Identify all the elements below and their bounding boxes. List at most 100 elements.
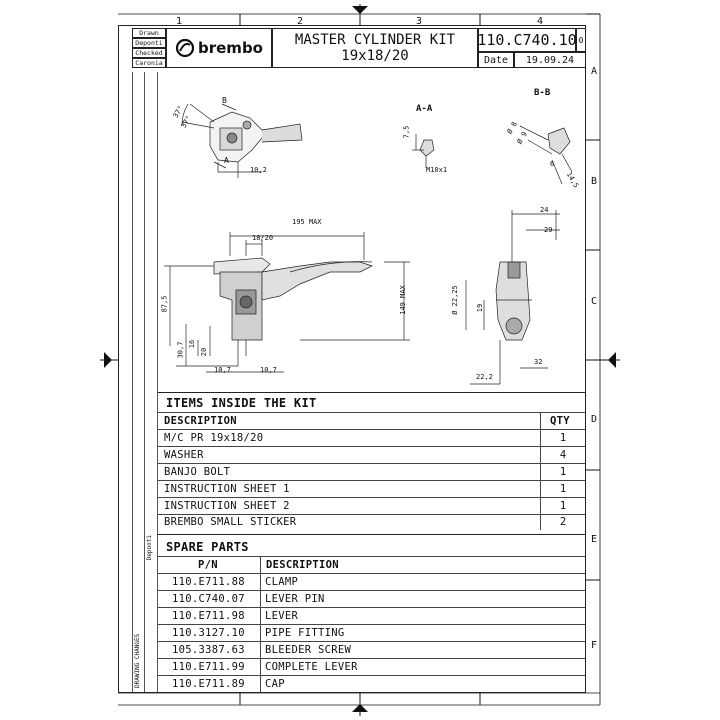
spares-top-border: [158, 534, 586, 535]
spares-pn-4: 105.3387.63: [172, 644, 245, 656]
dim-24: 24: [540, 206, 549, 214]
items-row-divider: [158, 497, 585, 498]
spares-heading: SPARE PARTS: [166, 540, 249, 554]
dim-16: 16: [188, 339, 197, 349]
spares-desc-0: CLAMP: [265, 576, 299, 588]
spares-row-divider: [158, 641, 585, 642]
dim-149: 149 MAX: [398, 285, 407, 315]
spares-pn-1: 110.C740.07: [172, 593, 245, 605]
date-value: 19.09.24: [514, 52, 586, 68]
title-line-1: MASTER CYLINDER KIT: [294, 32, 456, 48]
items-desc-3: INSTRUCTION SHEET 1: [164, 483, 290, 495]
items-desc-0: M/C PR 19x18/20: [164, 432, 264, 444]
spares-desc-5: COMPLETE LEVER: [265, 661, 358, 673]
grid-row-f: F: [591, 640, 598, 651]
items-qty-0: 1: [559, 432, 567, 444]
dim-30-7: 30,7: [176, 341, 185, 359]
spares-desc-6: CAP: [265, 678, 285, 690]
grid-row-a: A: [591, 66, 598, 77]
title-line-2: 19x18/20: [341, 48, 409, 64]
dim-m10: M10x1: [426, 166, 448, 174]
spares-row-divider: [158, 573, 585, 574]
brembo-logo: brembo: [166, 28, 272, 68]
part-number: 110.C740.10: [477, 28, 577, 52]
date-label: Date: [478, 52, 514, 68]
spares-desc-4: BLEEDER SCREW: [265, 644, 352, 656]
items-heading: ITEMS INSIDE THE KIT: [166, 396, 317, 410]
spares-col-description: DESCRIPTION: [266, 559, 339, 571]
items-qty-3: 1: [559, 483, 567, 495]
items-col-description: DESCRIPTION: [164, 415, 237, 427]
spares-col-pn: P/N: [198, 559, 218, 571]
items-row-divider: [158, 480, 585, 481]
items-qty-5: 2: [559, 516, 567, 528]
drawing-frame: [118, 25, 586, 693]
items-desc-4: INSTRUCTION SHEET 2: [164, 500, 290, 512]
items-row-divider: [158, 412, 585, 413]
items-qty-1: 4: [559, 449, 567, 461]
dim-10-7a: 10,7: [214, 366, 231, 374]
items-row-divider: [158, 446, 585, 447]
dim-29: 29: [544, 226, 553, 234]
spares-row-divider: [158, 624, 585, 625]
items-qty-4: 1: [559, 500, 567, 512]
dim-d22-25: Ø 22,25: [450, 285, 459, 315]
spares-pn-0: 110.E711.88: [172, 576, 245, 588]
brembo-mark-icon: [175, 38, 195, 58]
dim-10-2: 10,2: [250, 166, 267, 174]
revision-strip: [132, 72, 158, 692]
items-top-border: [158, 392, 586, 393]
grid-row-b: B: [591, 176, 598, 187]
grid-row-d: D: [591, 414, 598, 425]
deponti-label: Deponti: [132, 38, 166, 48]
grid-col-1: 1: [176, 16, 183, 27]
items-row-divider: [158, 429, 585, 430]
dim-7-5: 7,5: [402, 125, 411, 139]
revision-cell: 0: [576, 28, 586, 52]
dim-18-20: 18/20: [252, 234, 274, 242]
checked-label: Checked: [132, 48, 166, 58]
title-cell: MASTER CYLINDER KIT 19x18/20: [272, 28, 478, 68]
dim-6: 6: [550, 160, 555, 168]
dim-20: 20: [200, 347, 209, 357]
spares-desc-3: PIPE FITTING: [265, 627, 345, 639]
caronia-label: Caronia: [132, 58, 166, 68]
spares-row-divider: [158, 590, 585, 591]
dim-195: 195 MAX: [292, 218, 322, 226]
spares-pn-3: 110.3127.10: [172, 627, 245, 639]
grid-col-2: 2: [297, 16, 304, 27]
section-aa-label: A-A: [416, 104, 433, 114]
spares-desc-1: LEVER PIN: [265, 593, 325, 605]
dim-19: 19: [476, 303, 485, 313]
section-bb-label: B-B: [534, 88, 551, 98]
items-desc-5: BREMBO SMALL STICKER: [164, 516, 297, 528]
spares-row-divider: [158, 675, 585, 676]
items-row-divider: [158, 514, 585, 515]
items-qty-divider: [540, 412, 541, 530]
brembo-wordmark: brembo: [198, 39, 263, 57]
spares-desc-2: LEVER: [265, 610, 299, 622]
grid-row-e: E: [591, 534, 598, 545]
drawn-label: Drawn: [132, 28, 166, 38]
technical-drawing: [164, 103, 573, 385]
grid-col-4: 4: [537, 16, 544, 27]
revision-strip-inner: [144, 72, 157, 692]
dim-10-7b: 10,7: [260, 366, 277, 374]
label-a-top: A: [224, 156, 229, 165]
dim-87-5: 87,5: [160, 295, 169, 313]
grid-row-c: C: [591, 296, 598, 307]
spares-row-divider: [158, 658, 585, 659]
spares-pn-2: 110.E711.98: [172, 610, 245, 622]
items-desc-2: BANJO BOLT: [164, 466, 231, 478]
items-qty-2: 1: [559, 466, 567, 478]
spares-row-divider: [158, 607, 585, 608]
label-b-top: B: [222, 96, 227, 105]
dim-32: 32: [534, 358, 543, 366]
spares-pn-5: 110.E711.99: [172, 661, 245, 673]
dim-22-2: 22,2: [476, 373, 493, 381]
items-desc-1: WASHER: [164, 449, 204, 461]
items-row-divider: [158, 463, 585, 464]
grid-col-3: 3: [416, 16, 423, 27]
spares-pn-6: 110.E711.89: [172, 678, 245, 690]
